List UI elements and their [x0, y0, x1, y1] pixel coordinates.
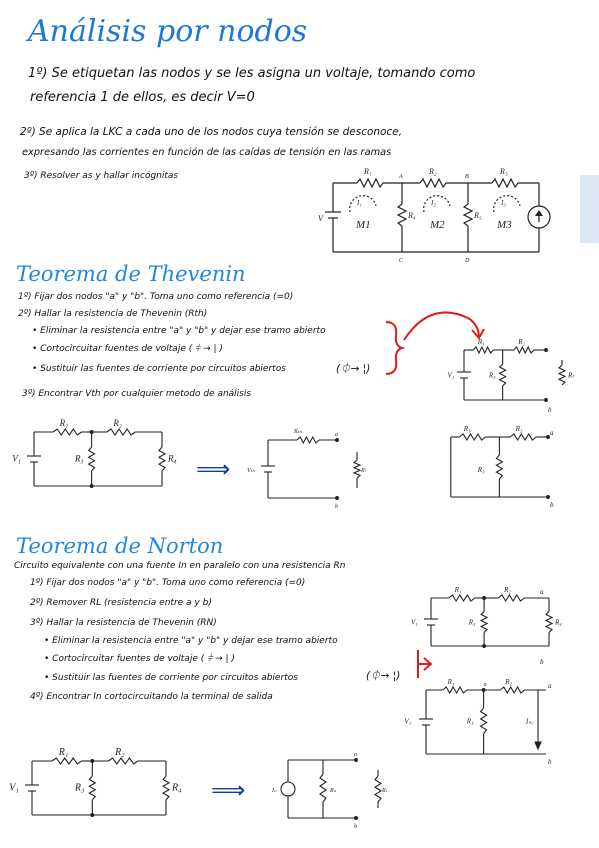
- norton-eq-b: b: [354, 824, 357, 830]
- norton-bullet-2: • Cortocircuitar fuentes de voltaje ( ⫩ …: [44, 654, 235, 664]
- mesh-m2: M2: [429, 219, 445, 231]
- thevenin-step-1: 1º) Fijar dos nodos "a" y "b". Toma uno …: [18, 292, 294, 302]
- thevenin-shorted-b: b: [550, 501, 554, 509]
- mesh-r5-label: R₅: [473, 211, 482, 220]
- norton-bullet-3: • Sustituir las fuentes de corriente por…: [44, 673, 298, 683]
- thevenin-original-r3: R₃: [74, 454, 84, 464]
- mesh-i2: I₂: [430, 199, 436, 207]
- norton-bullet-1: • Eliminar la resistencia entre "a" y "b…: [44, 636, 338, 646]
- norton-isc-v1: V₁: [404, 717, 411, 725]
- norton-original-r4: R₄: [171, 783, 182, 794]
- thevenin-original-r4: R₄: [167, 454, 177, 464]
- mesh-r2-label: R₂: [428, 167, 437, 176]
- thevenin-shorted-r2: R₂: [515, 425, 523, 433]
- mesh-node-c: C: [399, 258, 404, 264]
- norton-right-1-r2: R₂: [503, 586, 511, 594]
- norton-step-1: 1º) Fijar dos nodos "a" y "b". Toma uno …: [30, 578, 306, 588]
- thevenin-original-r2: R₂: [112, 418, 122, 428]
- mesh-v-label: V: [318, 214, 324, 223]
- mesh-r4-label: R₄: [407, 211, 416, 220]
- thevenin-original-v1: V₁: [12, 454, 21, 464]
- thevenin-equivalent-arrow: ⟹: [196, 455, 231, 483]
- norton-right-1-a: a: [540, 588, 544, 596]
- norton-right-1-r1: R₁: [454, 586, 462, 594]
- norton-right-1-r3: R₃: [468, 618, 476, 626]
- mesh-node-a: A: [398, 174, 403, 180]
- norton-step-2: 2º) Remover RL (resistencia entre a y b): [30, 598, 212, 608]
- thevenin-shorted-r3: R₃: [477, 466, 485, 474]
- norton-eq-a: a: [354, 752, 357, 758]
- norton-original-r3: R₃: [74, 783, 85, 794]
- thevenin-shorted-r1: R₁: [463, 425, 471, 433]
- nodes-step-1a: 1º) Se etiquetan las nodos y se les asig…: [28, 66, 476, 81]
- norton-isc-mid: a: [484, 682, 487, 688]
- mesh-i1: I₁: [356, 199, 362, 207]
- norton-isc-r1: R₁: [447, 678, 455, 686]
- nodes-step-1b: referencia 1 de ellos, es decir V=0: [30, 90, 255, 105]
- norton-isc-b: b: [548, 758, 552, 766]
- norton-original-r2: R₂: [114, 747, 125, 758]
- norton-eq-rn: Rₙ: [329, 788, 337, 794]
- mesh-node-b: B: [465, 174, 469, 180]
- scroll-indicator: [580, 175, 599, 243]
- norton-isc-isc: Iₛ꜀: [525, 717, 534, 725]
- mesh-node-d: D: [464, 258, 470, 264]
- thevenin-bullet-3: • Sustituir las fuentes de corriente por…: [32, 364, 286, 374]
- page-title: Análisis por nodos: [28, 14, 308, 49]
- thevenin-open-r1: R₁: [477, 338, 485, 346]
- mesh-i3: I₃: [500, 199, 506, 207]
- nodes-step-2a: 2º) Se aplica la LKC a cada uno de los n…: [20, 126, 403, 138]
- norton-step-4: 4º) Encontrar In cortocircuitando la ter…: [30, 692, 273, 702]
- mesh-r1-label: R₁: [363, 167, 372, 176]
- thevenin-heading: Teorema de Thevenin: [16, 262, 246, 286]
- thevenin-bullet-1: • Eliminar la resistencia entre "a" y "b…: [32, 326, 326, 336]
- mesh-r3-label: R₃: [499, 167, 508, 176]
- norton-heading: Teorema de Norton: [16, 534, 224, 558]
- thevenin-eq-a: a: [335, 432, 338, 438]
- thevenin-eq-rth: Rₜₕ: [293, 429, 302, 435]
- thevenin-shorted-a: a: [550, 429, 554, 437]
- thevenin-bullet-2: • Cortocircuitar fuentes de voltaje ( ⫩ …: [32, 344, 223, 354]
- nodes-step-2b: expresando las corrientes en función de …: [22, 147, 392, 158]
- thevenin-eq-rl: Rₗ: [360, 468, 367, 474]
- thevenin-step-2: 2º) Hallar la resistencia de Thevenin (R…: [18, 309, 208, 319]
- norton-original-r1: R₁: [58, 747, 69, 758]
- thevenin-eq-b: b: [335, 504, 338, 510]
- thevenin-open-r3: R₃: [488, 372, 496, 380]
- norton-eq-rl: Rₗ: [381, 788, 388, 794]
- norton-step-3: 3º) Hallar la resistencia de Thevenin (R…: [30, 618, 217, 628]
- norton-right-1-b: b: [540, 658, 544, 666]
- thevenin-open-rl: Rₗ: [567, 372, 574, 380]
- norton-equivalent-arrow: ⟹: [211, 776, 246, 804]
- norton-eq-in: Iₙ: [271, 788, 277, 794]
- thevenin-original-r1: R₁: [59, 418, 69, 428]
- norton-original-v1: V₁: [9, 783, 19, 794]
- norton-isc-r3: R₃: [466, 717, 474, 725]
- thevenin-step-3: 3º) Encontrar Vth por cualquier metodo d…: [22, 389, 252, 399]
- norton-right-1-v1: V₁: [411, 618, 418, 626]
- thevenin-eq-vth: Vₜₕ: [247, 468, 255, 474]
- thevenin-symbol: (⏀→ ¦): [336, 363, 371, 375]
- mesh-m3: M3: [496, 219, 512, 231]
- nodes-step-3: 3º) Resolver as y hallar incógnitas: [24, 171, 179, 181]
- thevenin-open-b: b: [548, 406, 552, 414]
- norton-intro: Circuito equivalente con una fuente In e…: [14, 561, 346, 571]
- norton-isc-r2: R₂: [504, 678, 512, 686]
- norton-right-1-r4: R₄: [554, 618, 562, 626]
- norton-symbol: (⏀→ ¦): [366, 670, 401, 682]
- thevenin-open-v1: V₁: [447, 372, 454, 380]
- thevenin-open-r2: R₂: [517, 338, 525, 346]
- mesh-m1: M1: [355, 219, 371, 231]
- norton-isc-a: a: [548, 682, 552, 690]
